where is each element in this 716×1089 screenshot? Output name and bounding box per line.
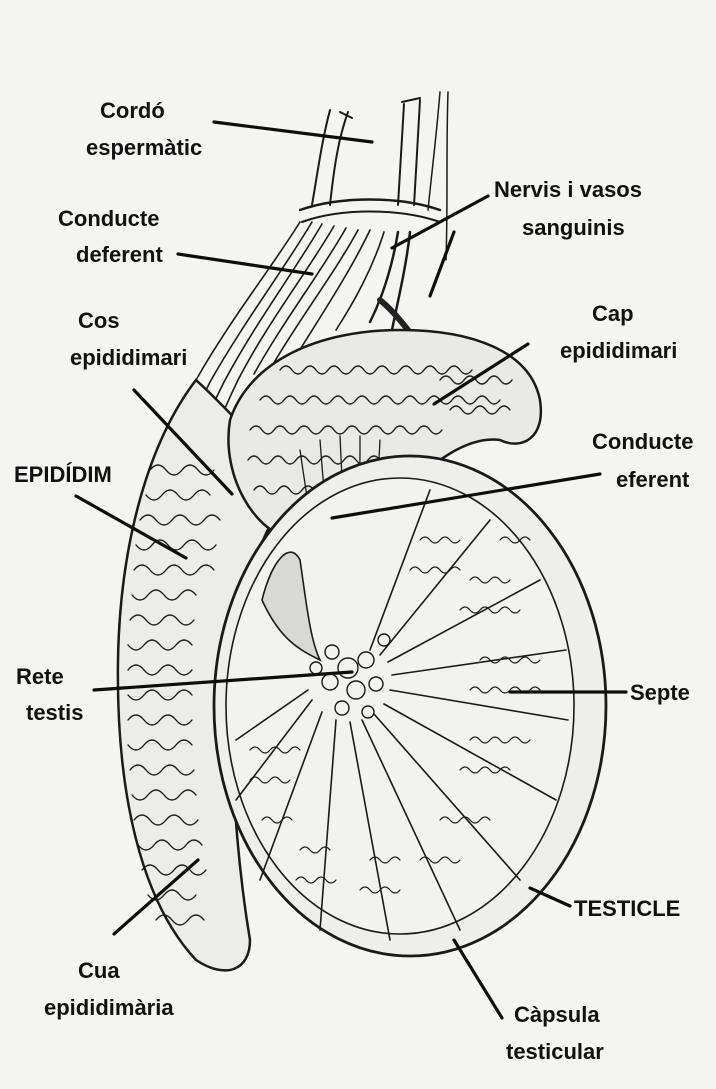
label-cua-epididimaria-line1: Cua <box>78 958 120 983</box>
label-rete-testis-line2: testis <box>26 700 83 725</box>
label-testicle: TESTICLE <box>574 896 680 921</box>
label-cap-epididimari-line1: Cap <box>592 301 634 326</box>
label-septe: Septe <box>630 680 690 705</box>
label-cua-epididimaria-line2: epididimària <box>44 995 174 1020</box>
label-conducte-deferent-line2: deferent <box>76 242 163 267</box>
label-nervis-line2: sanguinis <box>522 215 625 240</box>
label-nervis-line1: Nervis i vasos <box>494 177 642 202</box>
label-cordo-line1: Cordó <box>100 98 165 123</box>
label-conducte-deferent-line1: Conducte <box>58 206 159 231</box>
label-conducte-eferent-line1: Conducte <box>592 429 693 454</box>
testis-drawing <box>214 456 606 956</box>
label-cos-epididimari-line1: Cos <box>78 308 120 333</box>
label-rete-testis-line1: Rete <box>16 664 64 689</box>
label-capsula-testicular-line1: Càpsula <box>514 1002 600 1027</box>
label-epididim: EPIDÍDIM <box>14 462 112 487</box>
label-capsula-testicular-line2: testicular <box>506 1039 604 1064</box>
label-conducte-eferent-line2: eferent <box>616 467 690 492</box>
label-cos-epididimari-line2: epididimari <box>70 345 187 370</box>
label-cap-epididimari-line2: epididimari <box>560 338 677 363</box>
label-cordo-line2: espermàtic <box>86 135 202 160</box>
